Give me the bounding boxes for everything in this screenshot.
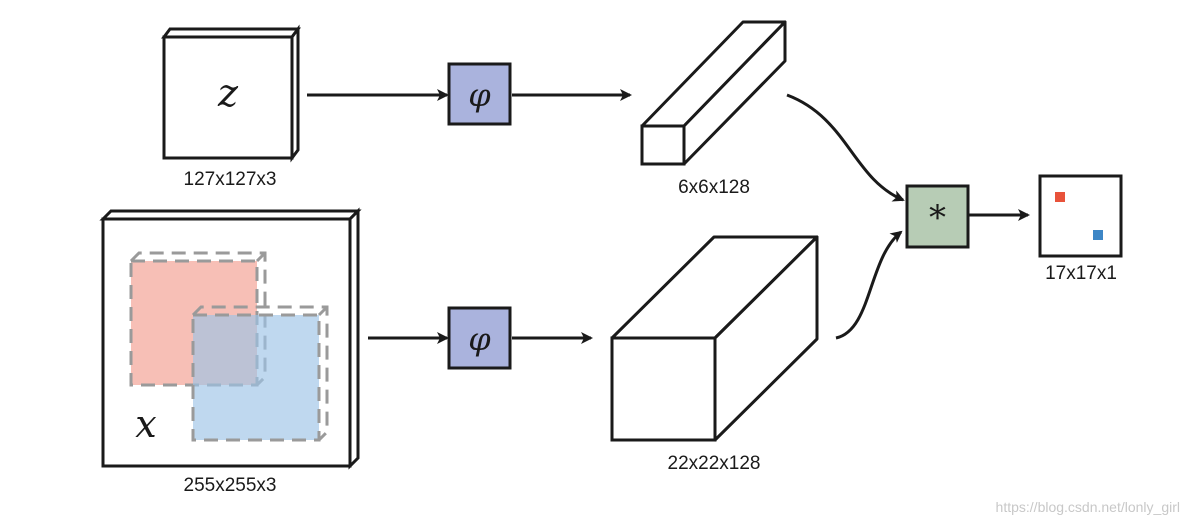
watermark: https://blog.csdn.net/lonly_girl [996, 499, 1180, 515]
exemplar-image: z [161, 24, 301, 163]
exemplar-feature-block [640, 20, 787, 166]
cross-correlation-box: * [905, 184, 970, 249]
score-peak-blue [1093, 230, 1103, 240]
arrow-search-feature-to-correlation [835, 230, 903, 340]
search-symbol: x [135, 402, 156, 446]
search-feature-block [610, 235, 819, 442]
score-peak-red [1055, 192, 1065, 202]
exemplar-symbol: z [217, 71, 239, 115]
score-map-size-label: 17x17x1 [1045, 263, 1117, 284]
cross-correlation-symbol: * [929, 198, 946, 238]
arrow-exemplar-feature-to-correlation [786, 93, 905, 202]
search-crop-blue [191, 305, 329, 442]
embedding-box-bottom: φ [447, 306, 512, 370]
embedding-symbol-bottom: φ [468, 320, 491, 358]
embedding-box-top: φ [447, 62, 512, 126]
exemplar-feature-size-label: 6x6x128 [678, 177, 750, 198]
search-image: x [99, 207, 362, 470]
exemplar-size-label: 127x127x3 [184, 169, 277, 190]
score-map [1038, 174, 1123, 258]
search-feature-size-label: 22x22x128 [668, 453, 761, 474]
search-size-label: 255x255x3 [184, 475, 277, 496]
embedding-symbol-top: φ [468, 76, 491, 114]
